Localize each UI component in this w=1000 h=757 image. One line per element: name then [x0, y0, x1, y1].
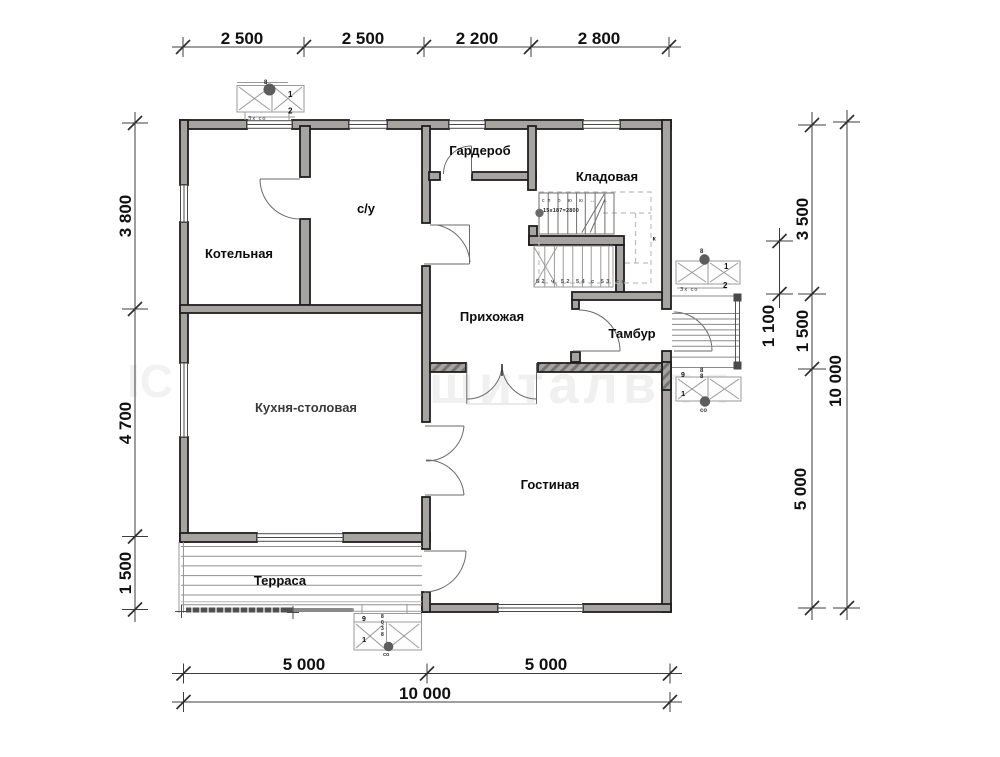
svg-text:8: 8 [381, 614, 384, 620]
svg-text:Зх со: Зх со [248, 116, 266, 122]
svg-text:15x187=2800: 15x187=2800 [543, 208, 579, 214]
svg-text:8: 8 [700, 368, 704, 374]
svg-text:5 000: 5 000 [791, 468, 810, 511]
svg-text:9: 9 [362, 616, 366, 623]
svg-text:8: 8 [700, 374, 704, 380]
svg-text:9: 9 [681, 372, 685, 379]
svg-text:1: 1 [362, 635, 366, 644]
svg-text:IС: IС [127, 355, 173, 407]
svg-text:1: 1 [724, 262, 729, 271]
svg-text:3 800: 3 800 [116, 195, 135, 238]
svg-text:1 500: 1 500 [116, 552, 135, 595]
svg-text:5 000: 5 000 [283, 655, 326, 674]
svg-text:5 000: 5 000 [525, 655, 568, 674]
svg-text:1: 1 [288, 90, 293, 99]
svg-text:2: 2 [288, 107, 293, 116]
svg-text:с/у: с/у [357, 201, 376, 216]
svg-text:10 000: 10 000 [399, 684, 451, 703]
svg-text:со: со [383, 652, 390, 658]
svg-text:Зх со: Зх со [680, 287, 698, 293]
svg-text:8: 8 [381, 632, 384, 638]
svg-text:4 700: 4 700 [116, 402, 135, 445]
svg-text:Котельная: Котельная [205, 246, 273, 261]
svg-text:2 800: 2 800 [578, 29, 621, 48]
svg-text:со: со [700, 408, 707, 414]
svg-text:Кухня-столовая: Кухня-столовая [255, 400, 357, 415]
svg-text:к: к [653, 236, 657, 243]
svg-text:52 ч 52 54 с 53 со: 52 ч 52 54 с 53 со [536, 279, 627, 285]
svg-text:Кладовая: Кладовая [576, 169, 638, 184]
svg-text:сл о ю ю ↔ ↔: сл о ю ю ↔ ↔ [542, 198, 611, 204]
svg-text:2 200: 2 200 [456, 29, 499, 48]
svg-text:1 100: 1 100 [759, 305, 778, 348]
svg-text:10 000: 10 000 [826, 355, 845, 407]
svg-text:Гостиная: Гостиная [521, 477, 580, 492]
svg-text:8: 8 [264, 80, 268, 86]
svg-text:2 500: 2 500 [221, 29, 264, 48]
svg-text:2 500: 2 500 [342, 29, 385, 48]
svg-text:Тамбур: Тамбур [608, 326, 655, 341]
svg-text:8: 8 [700, 249, 704, 255]
svg-text:2: 2 [723, 281, 728, 290]
svg-text:1: 1 [681, 389, 685, 398]
svg-text:Гардероб: Гардероб [449, 143, 510, 158]
svg-text:Терраса: Терраса [254, 573, 307, 588]
svg-text:Прихожая: Прихожая [460, 309, 524, 324]
svg-text:0: 0 [381, 620, 384, 626]
svg-text:1 500: 1 500 [793, 310, 812, 353]
svg-text:3 500: 3 500 [793, 198, 812, 241]
svg-text:3: 3 [381, 626, 384, 632]
